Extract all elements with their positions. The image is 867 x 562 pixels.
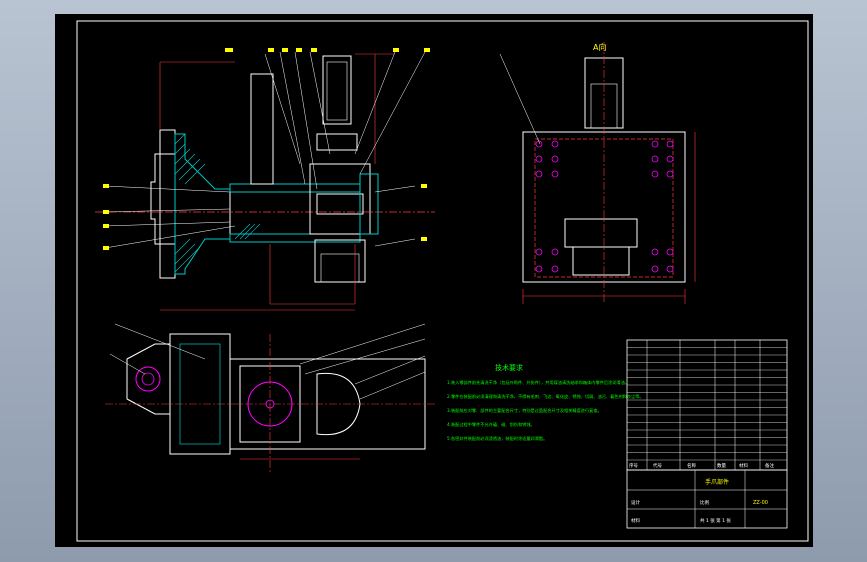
bom-header-no: 序号 [629, 462, 638, 469]
tech-req-item: 3.装配前应对零、部件的主要配合尺寸，特别是过盈配合尺寸及相关精度进行复查。 [447, 407, 602, 414]
bom-header-row: 序号 代号 名称 数量 材料 备注 [629, 462, 774, 469]
drawing-border [76, 20, 809, 542]
column [250, 73, 274, 185]
cad-drawing-canvas[interactable]: A向 [55, 14, 813, 547]
front-view [95, 48, 435, 311]
cylinder [322, 55, 352, 125]
title-block: 手爪部件 ZZ-00 设计 比例 材料 共 1 张 第 1 张 [626, 469, 788, 529]
title-material-label: 材料 [631, 517, 640, 524]
bom-frame [626, 339, 788, 471]
side-motor [572, 246, 630, 276]
cylinder-mount [316, 133, 358, 151]
tech-req-heading: 技术要求 [495, 363, 523, 372]
title-drawing-no: ZZ-00 [753, 500, 768, 506]
drawing-viewport[interactable]: A向 [55, 14, 813, 547]
arm-body [229, 183, 361, 243]
top-housing [169, 333, 231, 455]
title-frame [626, 469, 788, 529]
view-label-a: A向 [593, 42, 606, 52]
top-leader-4 [304, 338, 426, 375]
gripper-head [309, 163, 371, 235]
hatch-lines [174, 133, 261, 273]
title-scale-label: 比例 [700, 499, 709, 506]
top-flange [126, 343, 171, 415]
top-leader-2 [114, 323, 206, 360]
top-leader-3 [299, 323, 426, 365]
top-leader-6 [359, 371, 426, 400]
title-name: 手爪部件 [705, 478, 729, 486]
top-bore-inner [141, 372, 155, 386]
callout-markers [103, 48, 430, 250]
top-leader-1 [109, 353, 146, 375]
housing-section [174, 133, 231, 275]
side-jaw [564, 218, 638, 248]
side-view: A向 [499, 42, 696, 304]
flange-outline [150, 129, 176, 279]
bom-header-remark: 备注 [765, 462, 774, 469]
tech-req-item: 1.装入零部件前先清洗干净（包括外购件、外协件），并用煤油清洗轴承和箱体内零件后… [447, 379, 629, 386]
top-view [105, 323, 435, 474]
bom-header-qty: 数量 [717, 462, 726, 469]
gripper-jaw [316, 193, 364, 215]
leader-lines [104, 51, 426, 249]
top-leader-5 [354, 355, 426, 385]
cylinder-inner [326, 61, 348, 121]
tech-req-item: 5.各密封件装配前必须浸透油，装配时涂适量润滑脂。 [447, 435, 547, 442]
bom-header-code: 代号 [653, 462, 662, 469]
bom-header-material: 材料 [739, 462, 748, 469]
arm-top-plate [229, 183, 361, 193]
top-housing-inner [179, 343, 221, 445]
title-designer-label: 设计 [631, 499, 640, 506]
bolt-holes [535, 140, 674, 273]
technical-requirements: 技术要求 1.装入零部件前先清洗干净（包括外购件、外协件），并用煤油清洗轴承和箱… [447, 363, 644, 442]
dimension-lines [159, 53, 395, 311]
motor-body [314, 239, 366, 283]
top-bore [135, 366, 161, 392]
title-sheet-label: 共 1 张 第 1 张 [700, 517, 731, 524]
motor-inner [320, 253, 360, 283]
bill-of-materials: 序号 代号 名称 数量 材料 备注 [626, 339, 788, 471]
arm-bottom-plate [229, 233, 361, 243]
side-clamp [359, 173, 379, 235]
tech-req-item: 2.零件在装配前必须清理和清洗干净，不得有毛刺、飞边、氧化皮、锈蚀、切屑、油污、… [447, 393, 644, 400]
bom-rows [627, 347, 787, 461]
side-dimensions [499, 53, 696, 304]
bom-header-name: 名称 [687, 462, 696, 469]
top-arm [229, 358, 426, 450]
tech-req-item: 4.装配过程中零件不允许磕、碰、划伤和锈蚀。 [447, 421, 535, 428]
